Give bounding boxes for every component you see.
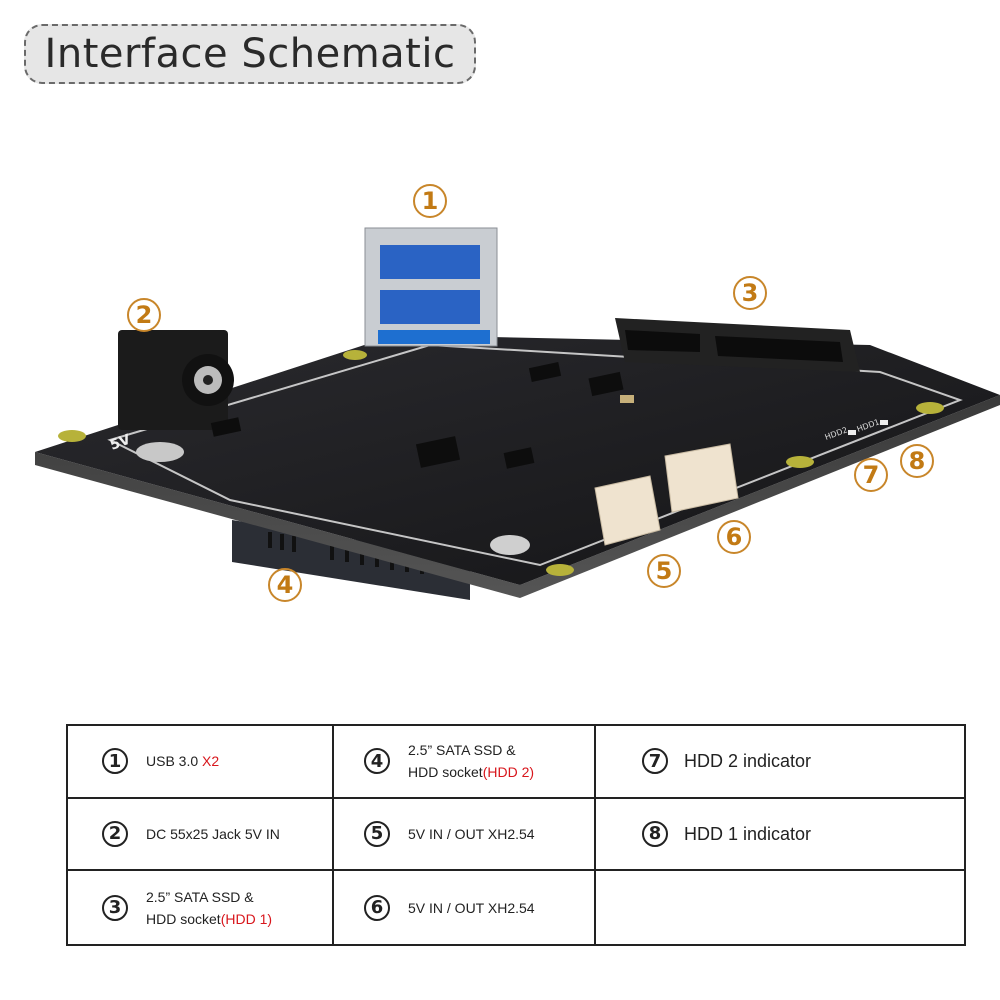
- callout-2: 2: [127, 298, 161, 332]
- item-number: 8: [642, 820, 668, 847]
- usb-port: [364, 227, 498, 347]
- board-svg: 5V HDD2 HDD1: [35, 227, 1000, 600]
- item-number: 3: [102, 894, 128, 921]
- item-number: 7: [642, 748, 668, 775]
- table-cell: 5 5V IN / OUT XH2.54: [332, 796, 596, 872]
- callout-7: 7: [854, 458, 888, 492]
- table-row: 2 DC 55x25 Jack 5V IN 5 5V IN / OUT XH2.…: [66, 796, 966, 872]
- title-banner: Interface Schematic: [24, 24, 476, 84]
- item-label: 5V IN / OUT XH2.54: [408, 825, 535, 842]
- sata-connector-top: [615, 318, 860, 372]
- table-cell: 6 5V IN / OUT XH2.54: [332, 869, 596, 946]
- interface-table: 1 USB 3.0 X2 4 2.5” SATA SSD &HDD socket…: [66, 724, 966, 946]
- table-row: 3 2.5” SATA SSD &HDD socket(HDD 1) 6 5V …: [66, 869, 966, 946]
- item-number: 1: [102, 748, 128, 775]
- led-hdd2: [848, 430, 856, 435]
- chips: [210, 362, 634, 469]
- callout-5: 5: [647, 554, 681, 588]
- callout-8: 8: [900, 444, 934, 478]
- item-label: HDD 1 indicator: [684, 823, 812, 844]
- table-cell: 4 2.5” SATA SSD &HDD socket(HDD 2): [332, 724, 596, 799]
- table-row: 1 USB 3.0 X2 4 2.5” SATA SSD &HDD socket…: [66, 724, 966, 799]
- table-cell-empty: [594, 869, 966, 946]
- xh-connectors: [594, 443, 739, 546]
- page-title: Interface Schematic: [44, 31, 456, 77]
- item-number: 2: [102, 820, 128, 847]
- item-label: 2.5” SATA SSD &HDD socket(HDD 2): [408, 742, 535, 781]
- table-cell: 2 DC 55x25 Jack 5V IN: [66, 796, 334, 872]
- silkscreen-5v: 5V: [108, 432, 133, 454]
- table-cell: 7 HDD 2 indicator: [594, 724, 966, 799]
- item-label: DC 55x25 Jack 5V IN: [146, 825, 280, 842]
- item-label: 5V IN / OUT XH2.54: [408, 899, 535, 916]
- item-label: HDD 2 indicator: [684, 751, 812, 772]
- item-number: 4: [364, 748, 390, 775]
- led-hdd1: [880, 420, 888, 425]
- mounting-holes: [58, 350, 944, 576]
- callout-3: 3: [733, 276, 767, 310]
- table-cell: 8 HDD 1 indicator: [594, 796, 966, 872]
- callout-6: 6: [717, 520, 751, 554]
- callout-1: 1: [413, 184, 447, 218]
- callout-4: 4: [268, 568, 302, 602]
- item-label: 2.5” SATA SSD &HDD socket(HDD 1): [146, 888, 273, 927]
- product-illustration: 5V HDD2 HDD1 1 2 3 4 5: [0, 140, 1000, 620]
- item-number: 6: [364, 894, 390, 921]
- table-cell: 1 USB 3.0 X2: [66, 724, 334, 799]
- item-number: 5: [364, 820, 390, 847]
- table-cell: 3 2.5” SATA SSD &HDD socket(HDD 1): [66, 869, 334, 946]
- item-label: USB 3.0 X2: [146, 753, 220, 770]
- dc-jack: [118, 330, 234, 462]
